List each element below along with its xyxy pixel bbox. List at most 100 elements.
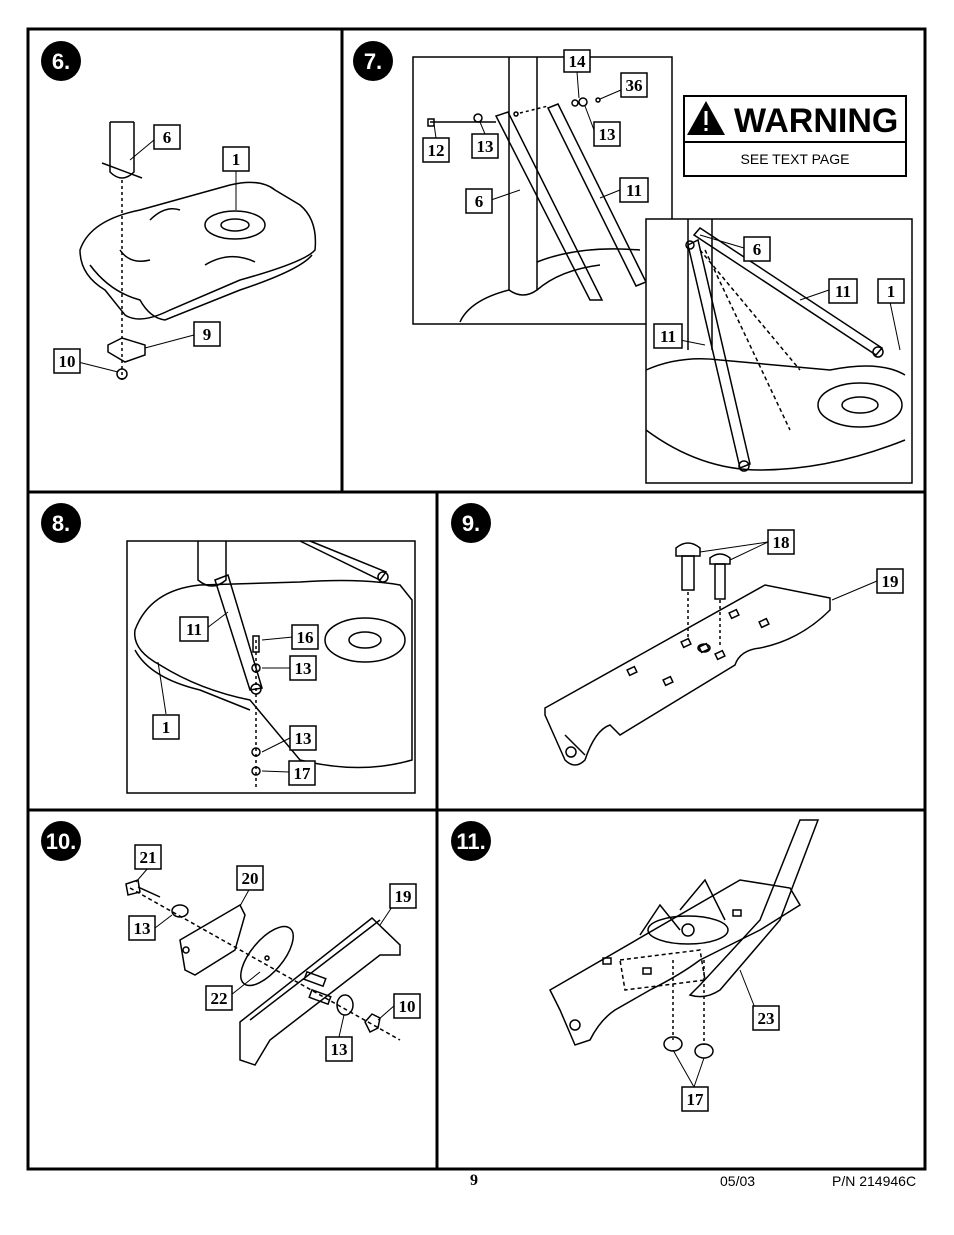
callout-lines xyxy=(77,139,237,373)
warning-box: WARNING SEE TEXT PAGE xyxy=(683,95,907,177)
svg-text:36: 36 xyxy=(626,76,643,95)
page-number: 9 xyxy=(470,1172,478,1189)
svg-text:12: 12 xyxy=(428,141,445,160)
step-number: 10. xyxy=(46,829,77,854)
detail-view: 6 11 1 11 xyxy=(645,218,913,484)
callout-13: 13 xyxy=(128,915,156,941)
callout-9: 9 xyxy=(193,321,221,347)
panel-grid xyxy=(26,27,927,1171)
step-number-badge: 9. xyxy=(451,503,491,543)
svg-text:13: 13 xyxy=(295,729,312,748)
callout-lines xyxy=(157,611,294,773)
svg-text:16: 16 xyxy=(297,628,314,647)
svg-text:13: 13 xyxy=(477,137,494,156)
svg-text:17: 17 xyxy=(294,764,312,783)
callout-21: 21 xyxy=(134,844,162,870)
callout-lines xyxy=(672,969,756,1088)
callout-11: 11 xyxy=(179,616,209,642)
callout-19: 19 xyxy=(389,883,417,909)
bracket-drawing xyxy=(544,542,831,766)
main-view-frame xyxy=(412,56,673,325)
svg-text:13: 13 xyxy=(134,919,151,938)
panel-step-7: 7. 14 xyxy=(353,41,913,484)
callout-18: 18 xyxy=(767,529,795,555)
callout-lines xyxy=(135,867,396,1038)
callout-12: 12 xyxy=(422,137,450,163)
svg-text:9: 9 xyxy=(203,325,212,344)
step-number: 6. xyxy=(52,49,70,74)
callout-10: 10 xyxy=(393,993,421,1019)
callout-1: 1 xyxy=(222,146,250,172)
callout-13: 13 xyxy=(325,1036,353,1062)
svg-text:1: 1 xyxy=(887,282,896,301)
reflector-assembly-drawing xyxy=(125,879,401,1066)
callout-6: 6 xyxy=(153,124,181,150)
callout-11: 11 xyxy=(619,177,649,203)
callout-13: 13 xyxy=(289,655,317,681)
warning-title: WARNING xyxy=(734,102,898,140)
svg-text:6: 6 xyxy=(163,128,172,147)
step-number-badge: 6. xyxy=(41,41,81,81)
svg-text:11: 11 xyxy=(660,327,676,346)
callout-14: 14 xyxy=(563,49,591,73)
step-number-badge: 10. xyxy=(41,821,81,861)
svg-text:6: 6 xyxy=(753,240,762,259)
callout-13: 13 xyxy=(289,725,317,751)
callout-6: 6 xyxy=(743,236,771,262)
callout-lines xyxy=(699,541,878,601)
svg-text:14: 14 xyxy=(569,52,587,71)
callout-16: 16 xyxy=(291,624,319,650)
svg-text:10: 10 xyxy=(59,352,76,371)
panel-step-10: 10. xyxy=(41,821,421,1066)
callout-22: 22 xyxy=(205,985,233,1011)
svg-text:19: 19 xyxy=(882,572,899,591)
callout-1: 1 xyxy=(877,278,905,304)
brace-assembly-drawing xyxy=(427,57,648,323)
svg-text:1: 1 xyxy=(232,150,241,169)
step-number: 11. xyxy=(456,829,485,854)
mounted-bracket-drawing xyxy=(549,819,820,1059)
callout-36: 36 xyxy=(620,72,648,98)
svg-text:11: 11 xyxy=(626,181,642,200)
panel-step-6: 6. 6 1 9 10 xyxy=(41,41,317,380)
tank-brace-drawing xyxy=(133,540,413,790)
callout-10: 10 xyxy=(53,348,81,374)
step-number-badge: 11. xyxy=(451,821,491,861)
svg-text:21: 21 xyxy=(140,848,157,867)
step-number-badge: 8. xyxy=(41,503,81,543)
callout-6: 6 xyxy=(465,188,493,214)
panel-step-11: 11. 23 17 xyxy=(451,819,820,1112)
panel-step-9: 9. 18 19 xyxy=(451,503,904,766)
svg-text:13: 13 xyxy=(599,125,616,144)
svg-text:23: 23 xyxy=(758,1009,775,1028)
step-number: 7. xyxy=(364,49,382,74)
panel-step-8: 8. 11 16 13 1 xyxy=(41,503,416,794)
warning-triangle-icon xyxy=(687,101,725,135)
callout-1: 1 xyxy=(152,714,180,740)
svg-text:20: 20 xyxy=(242,869,259,888)
svg-text:11: 11 xyxy=(835,282,851,301)
svg-text:13: 13 xyxy=(331,1040,348,1059)
callout-17: 17 xyxy=(681,1086,709,1112)
svg-text:17: 17 xyxy=(687,1090,705,1109)
step-number-badge: 7. xyxy=(353,41,393,81)
callout-23: 23 xyxy=(752,1005,780,1031)
svg-text:6: 6 xyxy=(475,192,484,211)
callout-11: 11 xyxy=(828,278,858,304)
svg-text:1: 1 xyxy=(162,718,171,737)
svg-text:10: 10 xyxy=(399,997,416,1016)
callout-13: 13 xyxy=(471,133,499,159)
revision-date: 05/03 xyxy=(720,1173,756,1189)
detail-frame xyxy=(126,540,416,794)
callout-11: 11 xyxy=(653,323,683,349)
step-number: 9. xyxy=(462,511,480,536)
warning-subtitle: SEE TEXT PAGE xyxy=(741,151,850,167)
part-number: P/N 214946C xyxy=(832,1173,917,1189)
callout-19: 19 xyxy=(876,568,904,594)
callout-17: 17 xyxy=(288,760,316,786)
fuel-tank-drawing xyxy=(79,121,317,380)
step-number: 8. xyxy=(52,511,70,536)
callout-20: 20 xyxy=(236,865,264,891)
svg-text:13: 13 xyxy=(295,659,312,678)
